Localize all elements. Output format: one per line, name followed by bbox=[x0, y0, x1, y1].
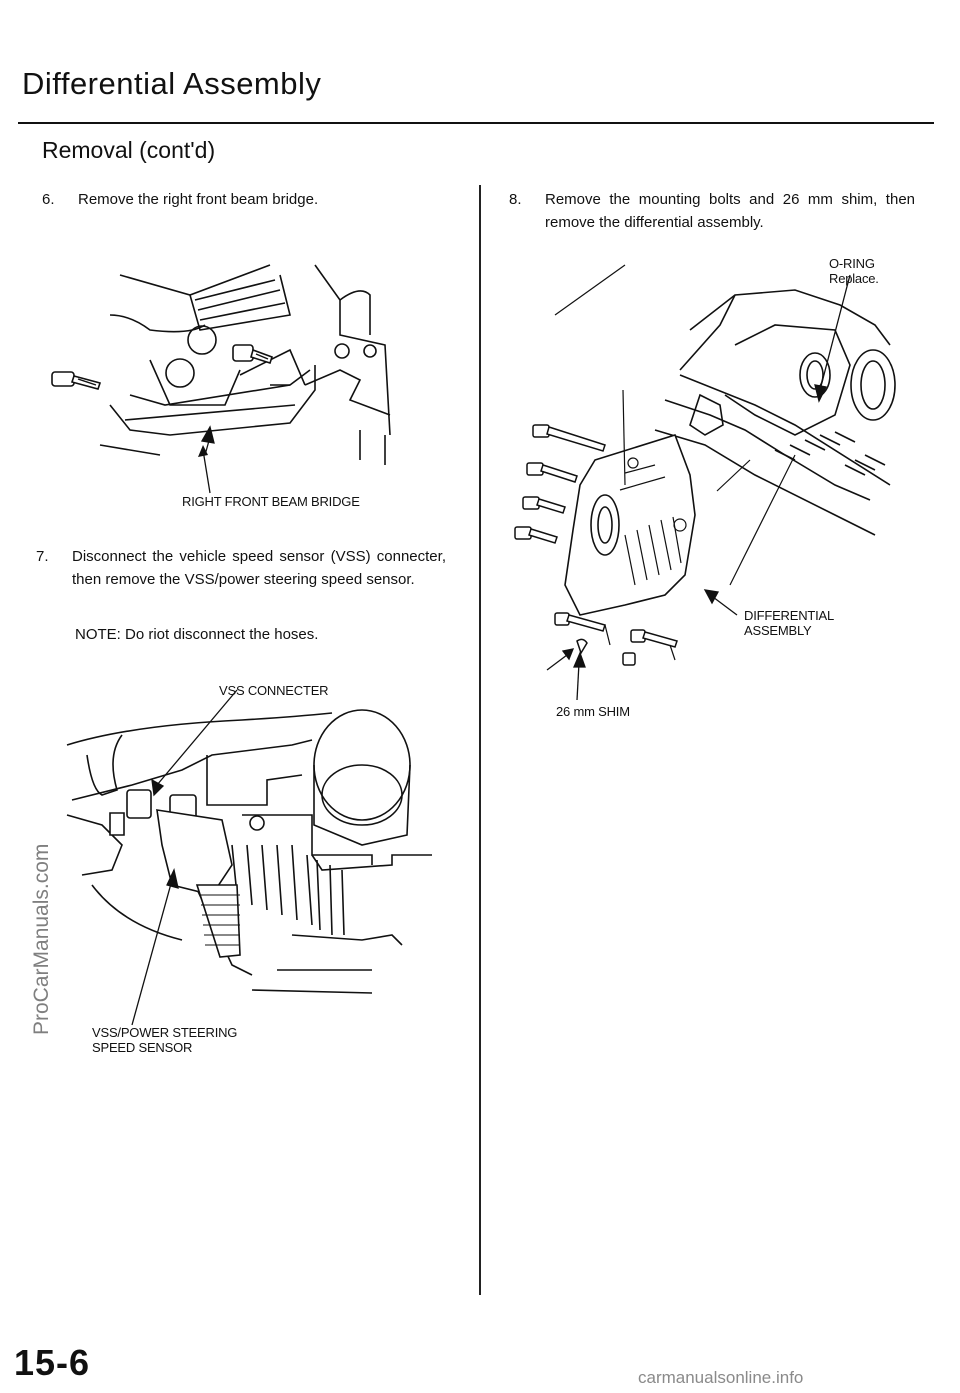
page-number: 15-6 bbox=[14, 1342, 91, 1383]
step-text: Remove the mounting bolts and 26 mm shim… bbox=[545, 191, 915, 231]
differential-assembly-illustration bbox=[505, 285, 895, 685]
label-line: O-RING bbox=[829, 256, 875, 271]
label-26mm-shim: 26 mm SHIM bbox=[556, 704, 630, 719]
label-leader-line bbox=[198, 445, 215, 495]
footer-watermark-url: carmanualsonline.info bbox=[638, 1368, 804, 1387]
label-line: DIFFERENTIAL bbox=[744, 608, 835, 623]
step-number: 7. bbox=[36, 548, 49, 565]
label-right-front-beam-bridge: RIGHT FRONT BEAM BRIDGE bbox=[182, 494, 360, 509]
step-number: 6. bbox=[42, 191, 55, 208]
step-text: Remove the right front beam bridge. bbox=[78, 191, 319, 208]
page-title: Differential Assembly bbox=[22, 66, 322, 101]
vss-sensor-illustration bbox=[62, 695, 442, 1025]
label-o-ring: O-RING Replace. bbox=[829, 256, 879, 286]
note-text: NOTE: Do riot disconnect the hoses. bbox=[75, 626, 319, 643]
label-line: ASSEMBLY bbox=[744, 623, 812, 638]
beam-bridge-illustration bbox=[40, 255, 420, 480]
section-subtitle: Removal (cont'd) bbox=[42, 137, 216, 163]
label-differential-assembly: DIFFERENTIAL ASSEMBLY bbox=[744, 608, 834, 638]
title-rule bbox=[18, 122, 934, 124]
label-line: SPEED SENSOR bbox=[92, 1040, 193, 1055]
label-line: Replace. bbox=[829, 271, 879, 286]
step-6: 6. Remove the right front beam bridge. bbox=[42, 188, 462, 212]
step-text: Disconnect the vehicle speed sensor (VSS… bbox=[72, 548, 446, 588]
watermark-left: ProCarManuals.com bbox=[30, 843, 53, 1035]
step-7: 7. Disconnect the vehicle speed sensor (… bbox=[36, 545, 466, 617]
step-number: 8. bbox=[509, 191, 522, 208]
label-vss-connecter: VSS CONNECTER bbox=[219, 683, 329, 698]
label-vss-power-steering-speed-sensor: VSS/POWER STEERING SPEED SENSOR bbox=[92, 1025, 237, 1055]
step-8: 8. Remove the mounting bolts and 26 mm s… bbox=[509, 188, 919, 236]
label-line: VSS/POWER STEERING bbox=[92, 1025, 238, 1040]
column-divider bbox=[479, 185, 481, 1295]
